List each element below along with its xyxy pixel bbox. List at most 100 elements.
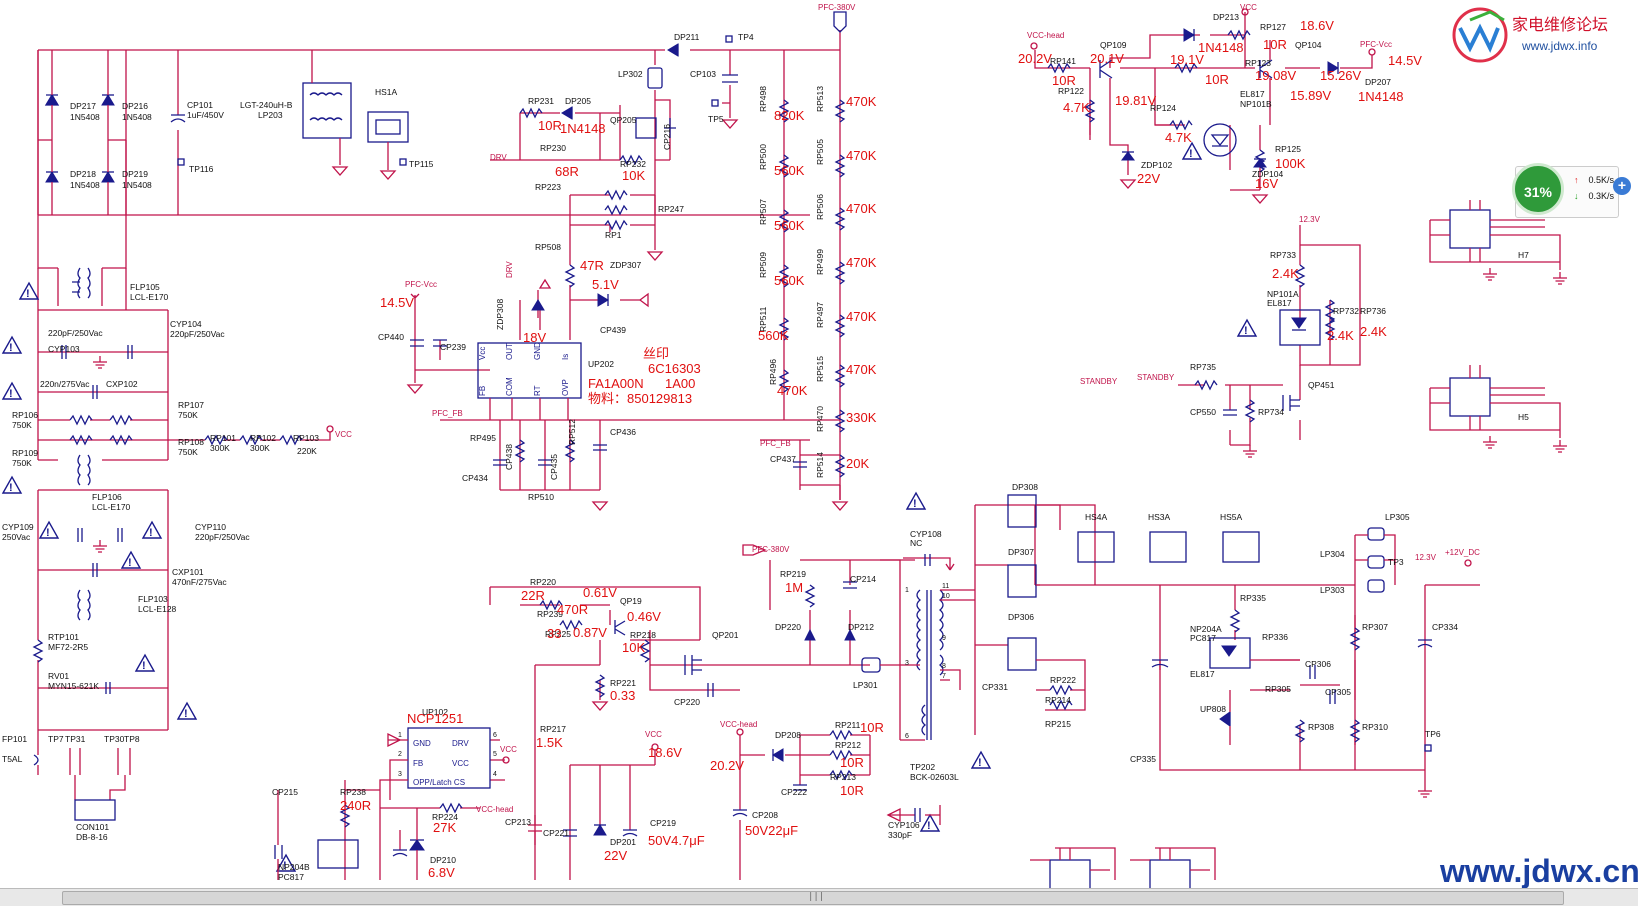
- svg-text:10R: 10R: [860, 720, 884, 735]
- svg-text:QP201: QP201: [712, 630, 739, 640]
- svg-text:DP220: DP220: [775, 622, 801, 632]
- svg-text:RP500: RP500: [758, 144, 768, 170]
- svg-text:LP302: LP302: [618, 69, 643, 79]
- svg-text:CP222: CP222: [781, 787, 807, 797]
- svg-text:220pF/250Vac: 220pF/250Vac: [48, 328, 103, 338]
- svg-text:27K: 27K: [433, 820, 456, 835]
- upload-speed: ↑0.5K/s: [1574, 175, 1615, 185]
- svg-text:!: !: [46, 527, 50, 539]
- svg-text:10K: 10K: [622, 168, 645, 183]
- svg-text:LCL-E128: LCL-E128: [138, 604, 177, 614]
- warning-icon: !: [120, 550, 142, 569]
- svg-text:RP232: RP232: [620, 159, 646, 169]
- svg-text:CON101: CON101: [76, 822, 109, 832]
- svg-text:GND: GND: [413, 739, 431, 748]
- warning-icon: !: [970, 750, 992, 769]
- pfc-divider-strings: [779, 50, 845, 478]
- dp217-part: 1N5408: [70, 112, 100, 122]
- svg-text:TP3: TP3: [1388, 557, 1404, 567]
- pfc-feedback: [440, 398, 848, 511]
- svg-text:470R: 470R: [557, 602, 588, 617]
- svg-text:RP336: RP336: [1262, 632, 1288, 642]
- svg-text:2.4K: 2.4K: [1327, 328, 1354, 343]
- warning-icon: !: [1, 381, 23, 400]
- svg-text:560K: 560K: [774, 273, 805, 288]
- secondary-rectifiers: [974, 494, 1480, 798]
- svg-text:FP101: FP101: [2, 734, 27, 744]
- svg-text:NCP1251: NCP1251: [407, 711, 463, 726]
- svg-text:!: !: [978, 757, 982, 769]
- svg-text:CP208: CP208: [752, 810, 778, 820]
- svg-text:RP108: RP108: [178, 437, 204, 447]
- svg-text:300K: 300K: [210, 443, 230, 453]
- horizontal-scrollbar[interactable]: |||: [0, 888, 1638, 906]
- svg-text:RP221: RP221: [610, 678, 636, 688]
- svg-text:DP308: DP308: [1012, 482, 1038, 492]
- vcc-reg-annotations: 20.2V 10R 20.1V 19.81V 4.7K 1N4148 19.1V…: [1018, 18, 1422, 191]
- svg-text:RP307: RP307: [1362, 622, 1388, 632]
- svg-text:RP505: RP505: [815, 139, 825, 165]
- svg-text:18.6V: 18.6V: [648, 745, 682, 760]
- svg-text:470K: 470K: [846, 309, 877, 324]
- svg-text:VCC: VCC: [335, 430, 352, 439]
- svg-text:!: !: [9, 482, 13, 494]
- svg-text:FA1A00N: FA1A00N: [588, 376, 644, 391]
- svg-text:RP211: RP211: [835, 720, 861, 730]
- svg-text:FLP106: FLP106: [92, 492, 122, 502]
- expand-plus-icon[interactable]: +: [1613, 177, 1631, 195]
- svg-text:Is: Is: [561, 354, 570, 360]
- svg-text:220n/275Vac: 220n/275Vac: [40, 379, 90, 389]
- warning-icon: !: [176, 701, 198, 720]
- svg-text:EL817: EL817: [1240, 89, 1265, 99]
- svg-text:CP334: CP334: [1432, 622, 1458, 632]
- svg-text:2: 2: [398, 751, 402, 758]
- svg-text:RP127: RP127: [1260, 22, 1286, 32]
- svg-text:RP217: RP217: [540, 724, 566, 734]
- h5-ref: H5: [1518, 412, 1529, 422]
- svg-text:FLP105: FLP105: [130, 282, 160, 292]
- svg-text:6: 6: [493, 732, 497, 739]
- svg-text:!: !: [1244, 325, 1248, 337]
- svg-text:20.2V: 20.2V: [710, 758, 744, 773]
- svg-text:TP5: TP5: [708, 114, 724, 124]
- svg-text:DP212: DP212: [848, 622, 874, 632]
- svg-text:560K: 560K: [774, 163, 805, 178]
- svg-text:RP218: RP218: [630, 630, 656, 640]
- svg-text:14.5V: 14.5V: [1388, 53, 1422, 68]
- scrollbar-thumb[interactable]: |||: [62, 891, 1564, 905]
- svg-text:220pF/250Vac: 220pF/250Vac: [195, 532, 250, 542]
- svg-text:MF72-2R5: MF72-2R5: [48, 642, 88, 652]
- svg-text:3: 3: [398, 771, 402, 778]
- svg-text:1N4148: 1N4148: [1358, 89, 1404, 104]
- svg-text:4.7K: 4.7K: [1165, 130, 1192, 145]
- svg-text:PFC-380V: PFC-380V: [752, 545, 790, 554]
- svg-text:!: !: [26, 288, 30, 300]
- hs1a-heatsink: [367, 111, 409, 180]
- svg-text:CP305: CP305: [1325, 687, 1351, 697]
- svg-text:RP733: RP733: [1270, 250, 1296, 260]
- svg-text:0.33: 0.33: [610, 688, 635, 703]
- svg-text:4.7K: 4.7K: [1063, 100, 1090, 115]
- svg-text:2.4K: 2.4K: [1272, 266, 1299, 281]
- svg-text:NP204A: NP204A: [1190, 624, 1222, 634]
- svg-text:LCL-E170: LCL-E170: [130, 292, 169, 302]
- svg-text:560K: 560K: [774, 218, 805, 233]
- svg-text:16V: 16V: [1255, 176, 1278, 191]
- site-logo: 家电维修论坛 www.jdwx.info: [1452, 7, 1608, 63]
- svg-text:STANDBY: STANDBY: [1137, 373, 1175, 382]
- svg-text:CP440: CP440: [378, 332, 404, 342]
- dp218-part: 1N5408: [70, 180, 100, 190]
- svg-text:CP436: CP436: [610, 427, 636, 437]
- svg-text:820K: 820K: [774, 108, 805, 123]
- svg-text:22V: 22V: [604, 848, 627, 863]
- svg-text:18.6V: 18.6V: [1300, 18, 1334, 33]
- svg-text:19.08V: 19.08V: [1255, 68, 1297, 83]
- svg-text:PFC-380V: PFC-380V: [818, 3, 856, 12]
- svg-text:15.89V: 15.89V: [1290, 88, 1332, 103]
- lp203-part: LGT-240uH-B: [240, 100, 293, 110]
- svg-text:!: !: [913, 498, 917, 510]
- svg-text:220pF/250Vac: 220pF/250Vac: [170, 329, 225, 339]
- up202-ic: Vcc OUT GND Is FB COM RT OVP: [477, 342, 582, 399]
- network-usage-badge[interactable]: 31%: [1512, 163, 1564, 215]
- svg-text:CP439: CP439: [600, 325, 626, 335]
